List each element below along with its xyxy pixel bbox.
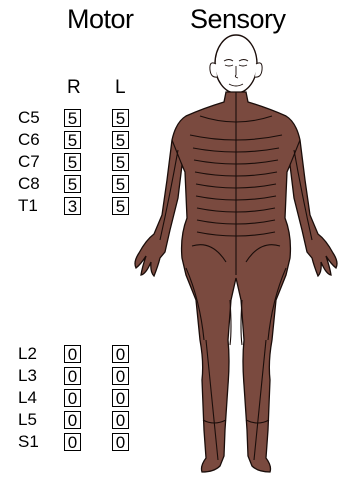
motor-score-left-c7: 5 [112, 153, 129, 171]
level-label-t1: T1 [18, 197, 38, 215]
motor-score-left-c5: 5 [112, 109, 129, 127]
level-label-l2: L2 [18, 345, 37, 363]
motor-score-left-t1: 5 [112, 197, 129, 215]
motor-score-right-l3: 0 [64, 367, 81, 385]
motor-score-left-l4: 0 [112, 389, 129, 407]
right-ear [255, 63, 262, 77]
motor-score-left-c6: 5 [112, 131, 129, 149]
motor-title: Motor [67, 4, 134, 35]
motor-score-right-c5: 5 [64, 109, 81, 127]
head [215, 35, 257, 93]
motor-score-left-l2: 0 [112, 345, 129, 363]
level-label-l3: L3 [18, 367, 37, 385]
motor-score-right-c8: 5 [64, 175, 81, 193]
level-label-c5: C5 [18, 109, 40, 127]
level-label-c6: C6 [18, 131, 40, 149]
motor-score-left-s1: 0 [112, 433, 129, 451]
column-header-left: L [115, 77, 126, 99]
level-label-c7: C7 [18, 153, 40, 171]
motor-score-right-s1: 0 [64, 433, 81, 451]
level-label-s1: S1 [18, 433, 39, 451]
motor-score-left-l3: 0 [112, 367, 129, 385]
level-label-l5: L5 [18, 411, 37, 429]
level-label-c8: C8 [18, 175, 40, 193]
motor-score-left-l5: 0 [112, 411, 129, 429]
left-ear [210, 63, 217, 77]
motor-score-right-l2: 0 [64, 345, 81, 363]
motor-score-left-c8: 5 [112, 175, 129, 193]
motor-score-right-l4: 0 [64, 389, 81, 407]
level-label-l4: L4 [18, 389, 37, 407]
sensory-body-figure [134, 30, 344, 479]
motor-score-right-c7: 5 [64, 153, 81, 171]
motor-score-right-t1: 3 [64, 197, 81, 215]
column-header-right: R [67, 77, 81, 99]
motor-score-right-l5: 0 [64, 411, 81, 429]
motor-score-right-c6: 5 [64, 131, 81, 149]
